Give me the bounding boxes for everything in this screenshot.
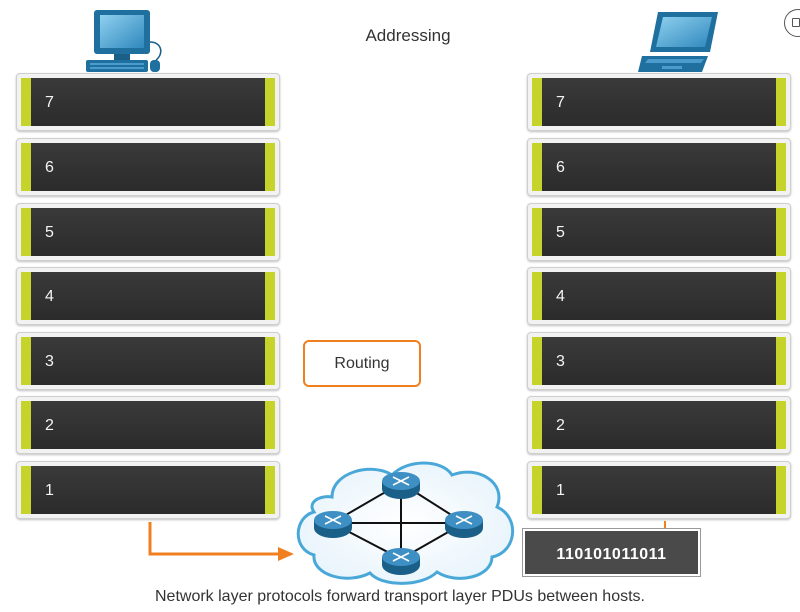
router-icon [314, 511, 352, 538]
right-layer-2: 2 [527, 396, 791, 454]
router-icon [445, 511, 483, 538]
routing-label-box: Routing [303, 340, 421, 387]
laptop-computer-icon [638, 12, 718, 72]
right-layer-5: 5 [527, 203, 791, 261]
expand-icon [792, 18, 800, 27]
left-layer-6: 6 [16, 138, 280, 196]
page-title: Addressing [365, 26, 451, 45]
desktop-computer-icon [86, 10, 162, 72]
right-layer-6: 6 [527, 138, 791, 196]
right-layer-3: 3 [527, 332, 791, 390]
arrow-tail [664, 521, 666, 529]
left-layer-1: 1 [16, 461, 280, 519]
right-layer-1: 1 [527, 461, 791, 519]
left-layer-4: 4 [16, 267, 280, 325]
left-layer-2: 2 [16, 396, 280, 454]
expand-button[interactable] [784, 9, 800, 37]
left-layer-3: 3 [16, 332, 280, 390]
data-flow-arrow [148, 522, 294, 561]
left-layer-5: 5 [16, 203, 280, 261]
right-layer-4: 4 [527, 267, 791, 325]
router-icon [382, 472, 420, 499]
router-icon [382, 548, 420, 575]
right-layer-7: 7 [527, 73, 791, 131]
binary-bits-box: 110101011011 [523, 529, 700, 576]
left-layer-7: 7 [16, 73, 280, 131]
caption-text: Network layer protocols forward transpor… [155, 588, 645, 605]
